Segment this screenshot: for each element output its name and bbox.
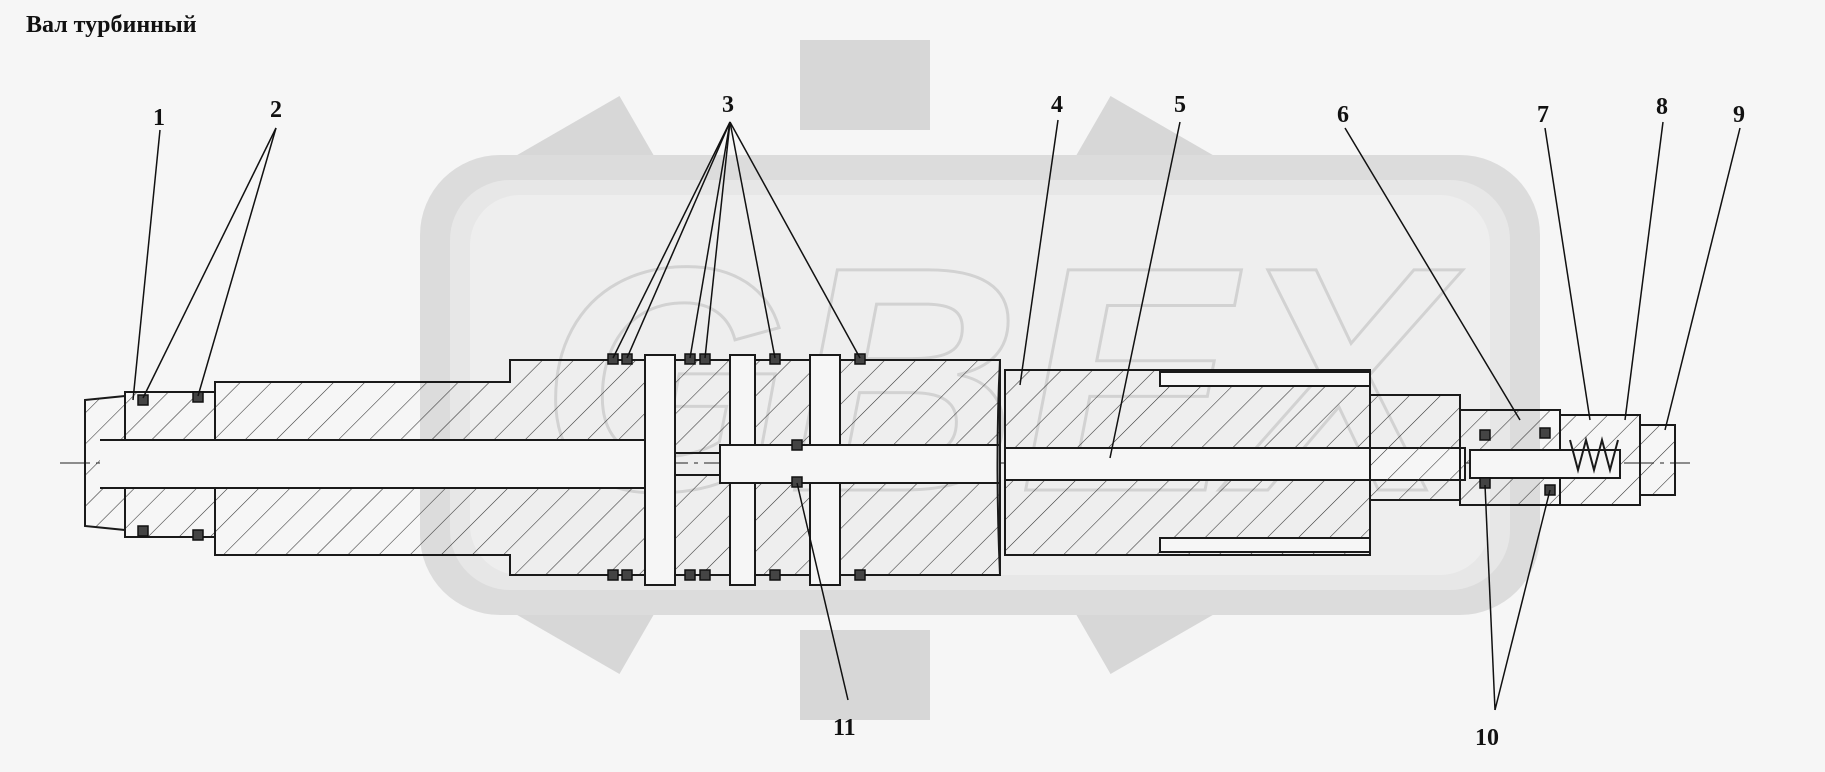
callout-3: 3 bbox=[722, 92, 734, 118]
page-title: Вал турбинный bbox=[26, 12, 197, 38]
shaft-section bbox=[84, 354, 1676, 586]
leader-lines bbox=[132, 119, 1741, 711]
callout-2: 2 bbox=[270, 97, 282, 123]
callout-11: 11 bbox=[833, 715, 856, 741]
seal-rings bbox=[137, 353, 1556, 581]
callout-4: 4 bbox=[1051, 92, 1063, 118]
callout-9: 9 bbox=[1733, 102, 1745, 128]
callout-10: 10 bbox=[1475, 725, 1499, 751]
callout-5: 5 bbox=[1174, 92, 1186, 118]
callout-labels: 1 2 3 4 5 6 7 8 9 10 11 bbox=[153, 92, 1745, 751]
callout-8: 8 bbox=[1656, 94, 1668, 120]
callout-1: 1 bbox=[153, 105, 165, 131]
callout-7: 7 bbox=[1537, 102, 1549, 128]
callout-6: 6 bbox=[1337, 102, 1349, 128]
